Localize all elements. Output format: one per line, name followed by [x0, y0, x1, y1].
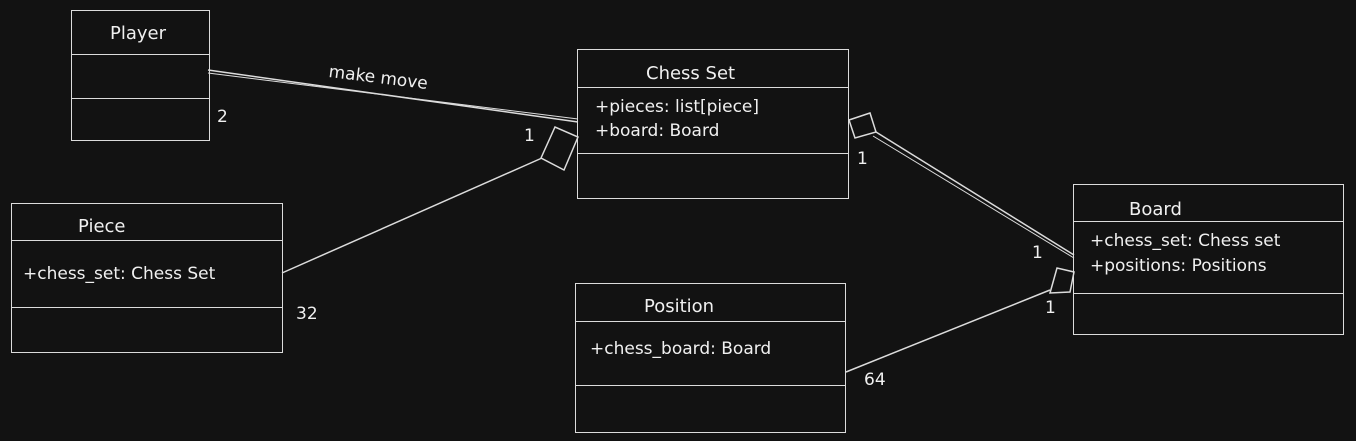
class-attribute: +chess_board: Board	[590, 339, 772, 359]
class-name: Piece	[78, 216, 126, 237]
class-attribute: +board: Board	[595, 121, 720, 141]
class-divider	[71, 98, 210, 99]
aggregation-diamond-icon	[848, 112, 877, 139]
class-attribute: +chess_set: Chess set	[1090, 231, 1281, 251]
multiplicity-position: 64	[864, 370, 886, 390]
multiplicity-chessset-piece-end: 1	[524, 126, 535, 146]
class-divider	[575, 321, 846, 322]
class-divider	[11, 307, 283, 308]
class-piece[interactable]: Piece +chess_set: Chess Set	[11, 203, 283, 353]
class-divider	[577, 87, 849, 88]
class-board[interactable]: Board +chess_set: Chess set +positions: …	[1073, 184, 1344, 335]
class-player[interactable]: Player	[71, 10, 210, 141]
multiplicity-player: 2	[217, 107, 228, 127]
class-divider	[1073, 221, 1344, 222]
class-position[interactable]: Position +chess_board: Board	[575, 283, 846, 433]
association-line-piece-chessset	[281, 157, 543, 274]
class-divider	[1073, 293, 1344, 294]
class-name: Chess Set	[646, 63, 736, 84]
class-name: Board	[1129, 199, 1182, 220]
class-divider	[577, 153, 849, 154]
class-attribute: +positions: Positions	[1090, 256, 1267, 276]
aggregation-diamond-icon	[1048, 267, 1075, 294]
multiplicity-chessset-board-end: 1	[857, 149, 868, 169]
class-chess-set[interactable]: Chess Set +pieces: list[piece] +board: B…	[577, 49, 849, 199]
multiplicity-board-position-end: 1	[1045, 298, 1056, 318]
class-attribute: +chess_set: Chess Set	[23, 264, 216, 284]
multiplicity-piece: 32	[296, 304, 318, 324]
association-line-position-board	[845, 289, 1051, 373]
class-name: Position	[644, 296, 715, 317]
aggregation-diamond-icon	[540, 126, 579, 172]
class-attribute: +pieces: list[piece]	[595, 97, 760, 117]
class-divider	[71, 54, 210, 55]
class-divider	[11, 240, 283, 241]
multiplicity-board-chessset-end: 1	[1032, 243, 1043, 263]
association-line-chessset-board	[875, 131, 1075, 256]
class-divider	[575, 385, 846, 386]
class-name: Player	[110, 23, 167, 44]
